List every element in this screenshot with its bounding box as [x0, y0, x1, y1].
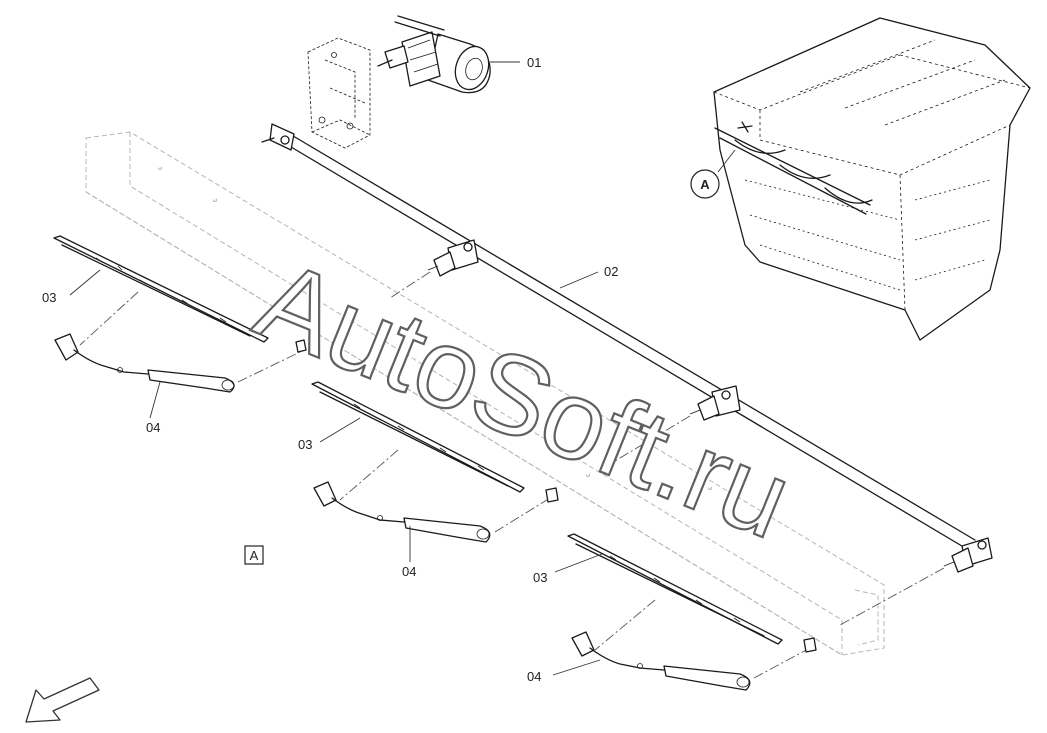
- assembly-lines: [389, 271, 945, 626]
- callout-03-a: 03: [42, 290, 56, 305]
- view-label: A: [250, 548, 259, 563]
- callout-04-b: 04: [402, 564, 416, 579]
- callout-04-c: 04: [527, 669, 541, 684]
- front-direction-arrow-icon: [25, 677, 100, 723]
- wiper-set-2: [311, 381, 559, 543]
- inset-vehicle-view: [713, 17, 1031, 341]
- leader-lines: [69, 61, 603, 676]
- windscreen-frame-phantom: [85, 131, 885, 656]
- wiper-set-3: [567, 533, 817, 691]
- callout-01: 01: [527, 55, 541, 70]
- wiper-set-1: [53, 235, 307, 393]
- callout-03-c: 03: [533, 570, 547, 585]
- motor-mounting-bracket: [307, 37, 371, 149]
- view-label-box: A: [244, 545, 264, 565]
- wiper-linkage-bar: [261, 123, 993, 573]
- callout-numbers: 01 02 03 04 03 04 03 04: [42, 55, 618, 684]
- callout-03-b: 03: [298, 437, 312, 452]
- callout-04-a: 04: [146, 420, 160, 435]
- wiper-motor: [377, 15, 491, 94]
- view-a-callout-label: A: [700, 177, 710, 192]
- callout-02: 02: [604, 264, 618, 279]
- view-a-callout: A: [690, 149, 736, 199]
